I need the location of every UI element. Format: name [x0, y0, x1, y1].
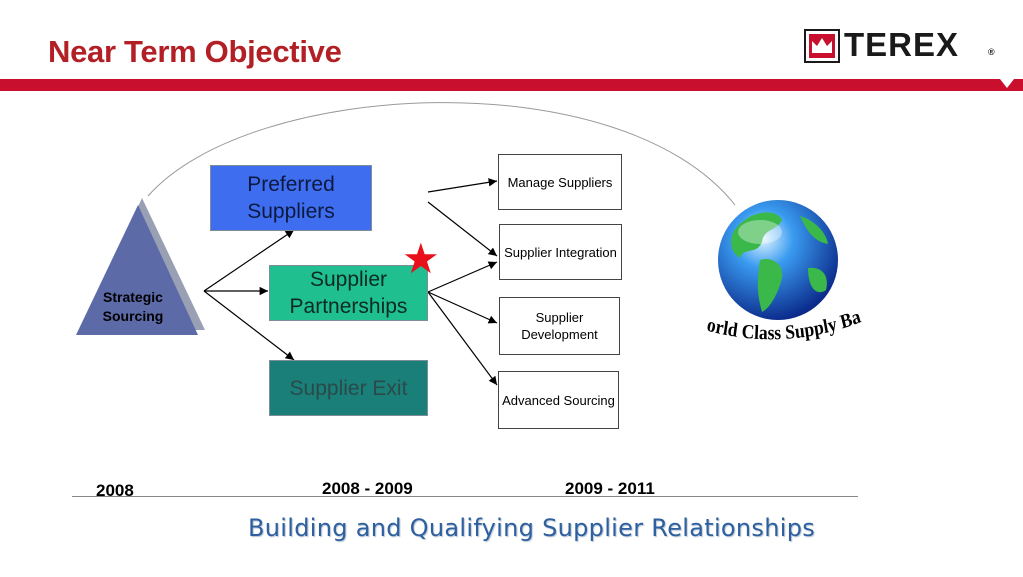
- arrow-preferred-integration: [427, 201, 498, 257]
- advanced-sourcing-box: Advanced Sourcing: [498, 371, 619, 429]
- supplier-development-box: Supplier Development: [499, 297, 620, 355]
- logo-wordmark: TEREX: [844, 26, 960, 63]
- arrow-partnerships-integration: [427, 261, 498, 293]
- arrow-partnerships-advanced: [427, 291, 498, 386]
- goal-label: World Class Supply Base: [691, 300, 864, 345]
- strategic-sourcing-label: Strategic Sourcing: [102, 289, 164, 324]
- header-band-notch: [1000, 79, 1014, 88]
- supplier-integration-box: Supplier Integration: [499, 224, 622, 280]
- preferred-suppliers-box: Preferred Suppliers: [210, 165, 372, 231]
- supplier-partnerships-box: Supplier Partnerships: [269, 265, 428, 321]
- timeline-axis: [72, 496, 858, 497]
- star-icon: ★: [402, 235, 440, 282]
- timeline-2008: 2008: [96, 481, 134, 500]
- crown-icon: [804, 29, 840, 63]
- globe-icon: [718, 200, 838, 320]
- terex-logo: TEREX ®: [804, 26, 996, 63]
- arrow-to-exit: [203, 290, 295, 361]
- journey-arc: [147, 102, 736, 206]
- arrow-to-preferred: [203, 229, 295, 292]
- timeline-2009-2011: 2009 - 2011: [565, 479, 655, 498]
- pyramid: [76, 205, 198, 335]
- supplier-exit-box: Supplier Exit: [269, 360, 428, 416]
- arrow-partnerships-development: [427, 291, 498, 324]
- svg-text:World Class Supply Base: World Class Supply Base: [691, 300, 864, 345]
- registered-mark: ®: [988, 47, 995, 57]
- footer-tagline: Building and Qualifying Supplier Relatio…: [248, 514, 816, 542]
- timeline-2008-2009: 2008 - 2009: [322, 479, 413, 498]
- header-band: [0, 79, 1023, 91]
- arrow-preferred-manage: [427, 178, 498, 193]
- manage-suppliers-box: Manage Suppliers: [498, 154, 622, 210]
- page-title: Near Term Objective: [48, 34, 342, 69]
